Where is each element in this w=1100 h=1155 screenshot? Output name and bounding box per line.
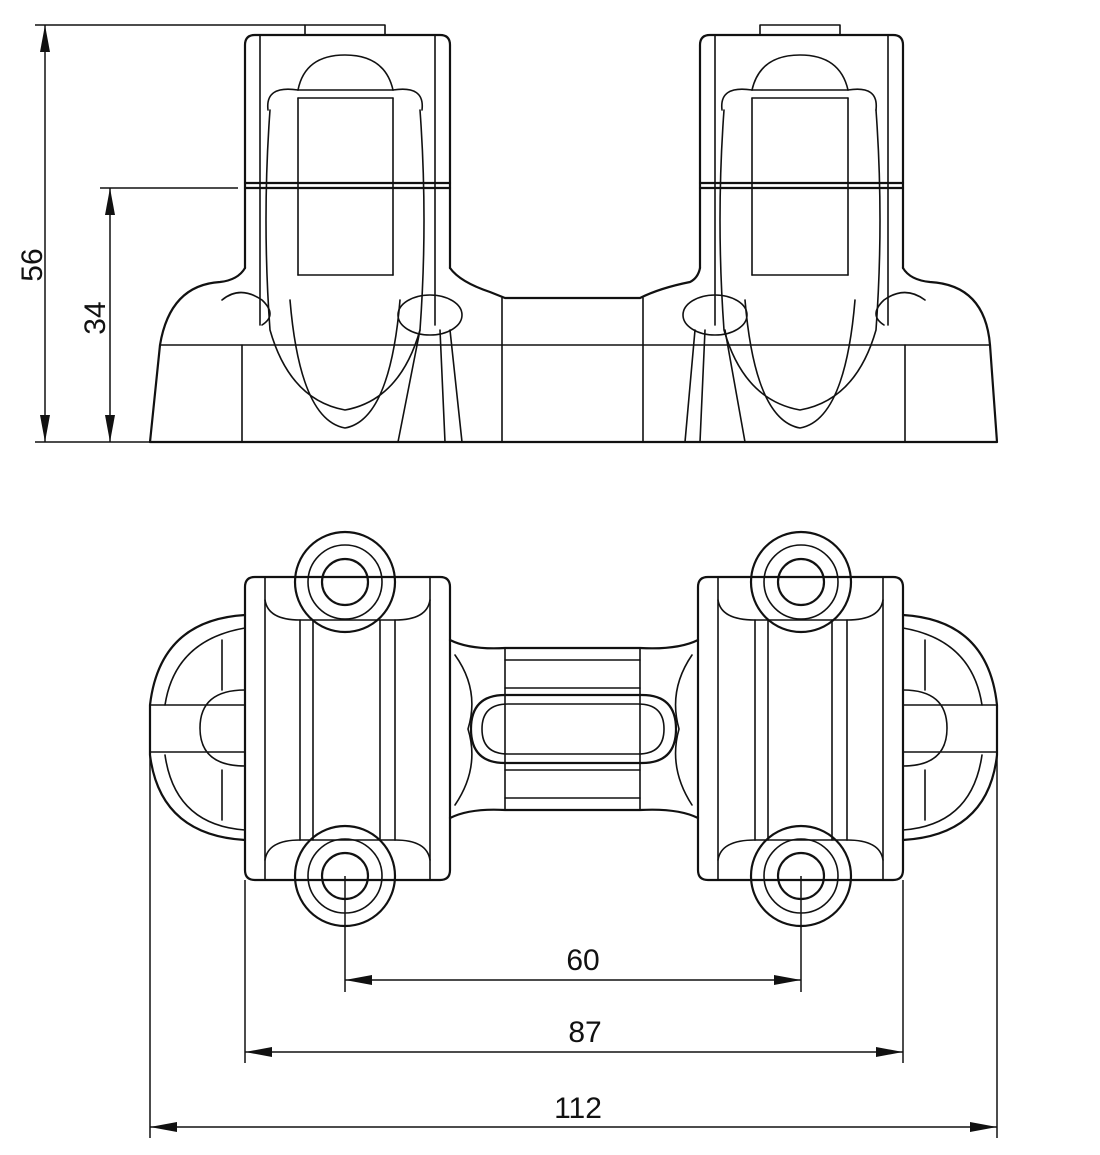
dimension-34: 34 bbox=[79, 187, 238, 442]
dimension-112-label: 112 bbox=[554, 1092, 602, 1125]
right-clamp-block bbox=[696, 530, 905, 928]
dimension-56: 56 bbox=[16, 24, 305, 443]
front-view bbox=[148, 24, 999, 444]
front-right-post bbox=[682, 24, 926, 443]
top-view bbox=[148, 530, 999, 928]
right-top-bolt-hole bbox=[776, 557, 826, 607]
front-view-base bbox=[148, 266, 999, 444]
left-top-bolt-boss bbox=[293, 530, 397, 634]
dimension-112: 112 bbox=[149, 755, 998, 1138]
dimension-60-label: 60 bbox=[566, 944, 599, 977]
left-top-bolt-hole bbox=[320, 557, 370, 607]
dimension-87-label: 87 bbox=[568, 1016, 601, 1049]
front-left-post bbox=[221, 24, 463, 443]
dimension-56-label: 56 bbox=[16, 248, 49, 281]
left-lug bbox=[148, 613, 247, 842]
dimension-34-label: 34 bbox=[79, 301, 112, 334]
dimension-60: 60 bbox=[344, 876, 802, 992]
center-bridge bbox=[448, 638, 700, 820]
center-slot bbox=[469, 693, 678, 765]
dimension-87: 87 bbox=[244, 880, 904, 1063]
left-clamp-block bbox=[243, 530, 452, 928]
right-top-bolt-boss bbox=[749, 530, 853, 634]
right-lug bbox=[901, 613, 999, 842]
